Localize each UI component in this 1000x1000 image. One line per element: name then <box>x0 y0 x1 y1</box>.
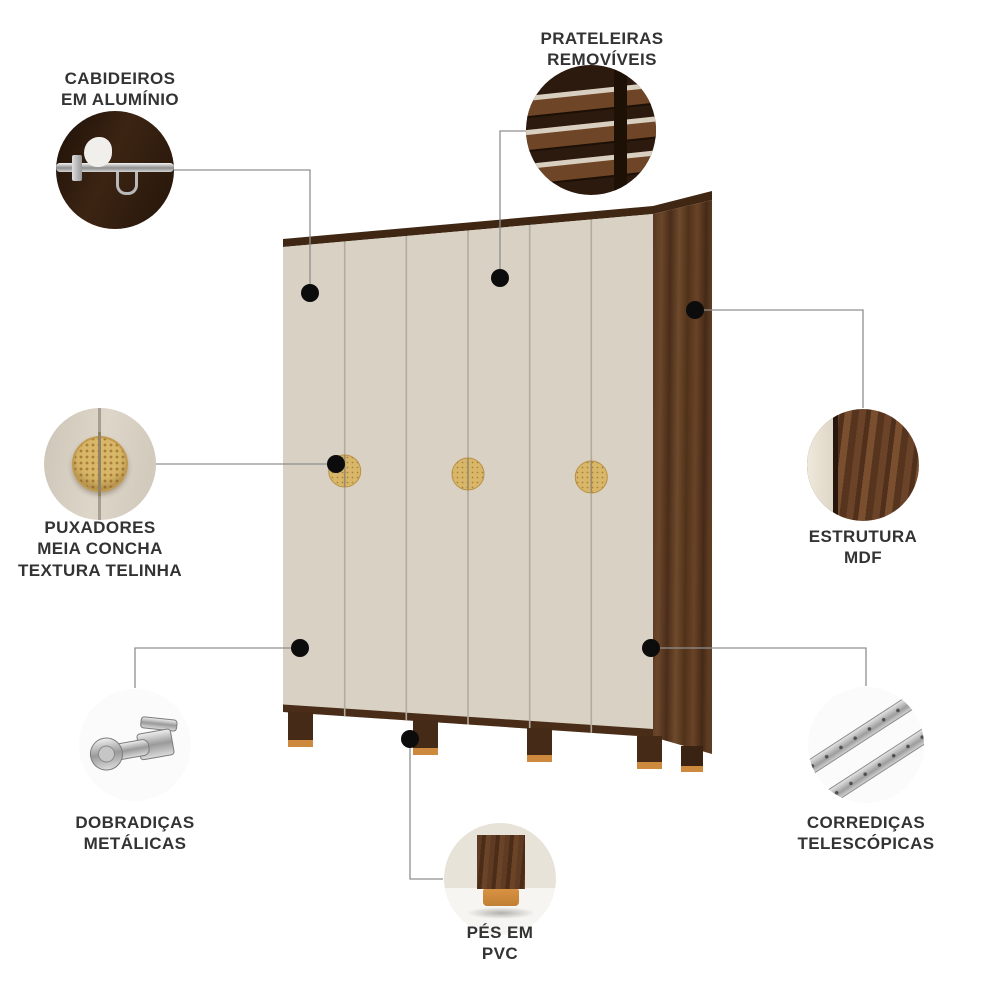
marker-dot-corredicas <box>642 639 660 657</box>
wardrobe-top-edge <box>283 191 712 247</box>
gold-shell-handle-icon <box>44 408 156 520</box>
marker-dot-estrutura <box>686 301 704 319</box>
foot <box>681 746 703 766</box>
marker-dot-dobradicas <box>291 639 309 657</box>
mdf-wood-panel-icon <box>807 409 919 521</box>
connector-lines <box>134 130 867 880</box>
foot-pvc-tip <box>637 762 662 769</box>
foot-shadow-shape <box>466 907 536 919</box>
foot-pvc-tip <box>413 748 438 755</box>
shelf-shape <box>526 80 656 118</box>
marker-dot-puxadores <box>327 455 345 473</box>
metal-hinge-icon <box>79 689 191 801</box>
connector-prateleiras <box>499 130 527 276</box>
marker-dot-pes <box>401 730 419 748</box>
door-edge-shape <box>807 409 833 521</box>
pvc-foot-icon <box>444 823 556 935</box>
foot <box>288 712 313 740</box>
knob-split-shape <box>98 432 101 496</box>
shelf-divider-shape <box>614 65 627 195</box>
hinge-drawing <box>89 716 178 771</box>
connector-estrutura <box>695 309 864 408</box>
foot <box>527 728 552 755</box>
connector-pes <box>409 740 443 880</box>
connector-dobradicas <box>134 647 298 688</box>
pvc-base-shape <box>483 889 519 906</box>
marker-dot-cabideiros <box>301 284 319 302</box>
wardrobe-feet <box>288 712 703 772</box>
wardrobe-side-panel <box>653 200 712 754</box>
panel-gap-shape <box>833 409 838 521</box>
aluminum-hanging-rod-icon <box>56 111 174 229</box>
wardrobe <box>283 191 712 772</box>
foot-pvc-tip <box>288 740 313 747</box>
removable-shelves-icon <box>526 65 656 195</box>
telescopic-slide-icon <box>808 687 924 803</box>
shelf-shape <box>526 114 656 152</box>
connector-corredicas <box>653 647 867 686</box>
rod-bracket-shape <box>72 155 82 181</box>
hanging-cloth-shape <box>84 137 112 167</box>
marker-dots <box>291 269 704 748</box>
marker-dot-prateleiras <box>491 269 509 287</box>
foot-pvc-tip <box>527 755 552 762</box>
foot <box>637 736 662 762</box>
hanger-hook-shape <box>116 172 138 195</box>
wood-block-shape <box>477 835 525 889</box>
connector-cabideiros <box>174 169 311 291</box>
foot-pvc-tip <box>681 766 703 772</box>
rod-shape <box>56 163 174 172</box>
